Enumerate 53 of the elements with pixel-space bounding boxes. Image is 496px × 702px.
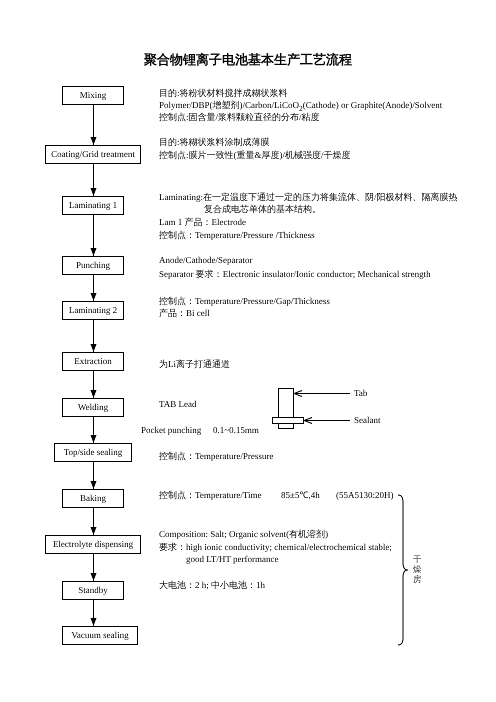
note-text: Composition: Salt; Organic solvent(有机溶剂) xyxy=(159,528,328,540)
process-box: Punching xyxy=(62,256,124,275)
process-box: Baking xyxy=(62,489,124,508)
process-box: Coating/Grid treatment xyxy=(45,145,141,164)
note-text: 控制点:膜片一致性(重量&厚度)/机械强度/干燥度 xyxy=(159,149,350,161)
vertical-label: 干燥房 xyxy=(413,554,422,584)
process-box: Standby xyxy=(62,581,124,600)
note-text: 控制点：Temperature/Time xyxy=(159,489,262,501)
note-text: Pocket punching xyxy=(141,424,202,436)
arrow xyxy=(90,462,96,490)
note-text: Lam 1 产品：Electrode xyxy=(159,216,246,228)
note-text: 85±5℃,4h xyxy=(281,489,320,501)
note-text: (55A5130:20H) xyxy=(336,489,394,501)
note-text: 目的:将糊状浆料涂制成薄膜 xyxy=(159,136,270,148)
arrow xyxy=(90,104,96,146)
note-text: 控制点:固含量/浆料颗粒直径的分布/粘度 xyxy=(159,111,320,123)
arrow xyxy=(90,274,96,302)
process-box: Laminating 2 xyxy=(62,301,124,320)
sealant-band xyxy=(272,417,304,424)
arrow xyxy=(304,417,350,424)
arrow xyxy=(90,320,96,352)
note-text: Polymer/DBP(增塑剂)/Carbon/LiCoO$_{2}$(Cathode) or Graphite(Anode)/Solvent xyxy=(159,99,442,113)
arrow xyxy=(90,554,96,582)
process-box: Laminating 1 xyxy=(62,196,124,215)
note-text: Anode/Cathode/Separator xyxy=(159,254,252,266)
process-box: Top/side sealing xyxy=(54,443,132,462)
note-text: 为Li离子打通通道 xyxy=(159,358,230,370)
note-text: 目的:将粉状材料搅拌成糊状浆料 xyxy=(159,87,288,99)
process-box: Mixing xyxy=(62,86,124,105)
arrow xyxy=(90,600,96,626)
note-text: 控制点：Temperature/Pressure xyxy=(159,450,274,462)
note-text: TAB Lead xyxy=(159,398,197,410)
note-text: Separator 要求：Electronic insulator/Ionic conductor; Mechanical strength xyxy=(159,268,431,280)
note-text: 0.1~0.15mm xyxy=(213,424,259,436)
note-text: 产品：Bi cell xyxy=(159,307,210,319)
process-box: Welding xyxy=(62,398,124,417)
note-text: Laminating:在一定温度下通过一定的压力将集流体、阴/阳极材料、隔离膜热复合成电芯单体的基本结构。 xyxy=(159,191,458,215)
arrow xyxy=(90,214,96,256)
note-text: 控制点：Temperature/Pressure /Thickness xyxy=(159,229,315,241)
title: 聚合物锂离子电池基本生产工艺流程 xyxy=(144,52,352,68)
note-text: 要求：high ionic conductivity; chemical/electrochemical stable; good LT/HT performance xyxy=(159,541,393,565)
arrow xyxy=(294,390,350,397)
arrow xyxy=(90,508,96,536)
leader-label: Tab xyxy=(350,387,368,399)
arrow xyxy=(90,370,96,398)
arrow xyxy=(90,164,96,196)
leader-label: Sealant xyxy=(350,414,380,426)
note-text: 大电池：2 h; 中小电池：1h xyxy=(159,579,266,591)
note-text: 控制点：Temperature/Pressure/Gap/Thickness xyxy=(159,295,330,307)
process-box: Electrolyte dispensing xyxy=(45,535,141,554)
process-box: Extraction xyxy=(62,352,124,371)
process-box: Vacuum sealing xyxy=(62,626,138,645)
arrow xyxy=(90,416,96,444)
